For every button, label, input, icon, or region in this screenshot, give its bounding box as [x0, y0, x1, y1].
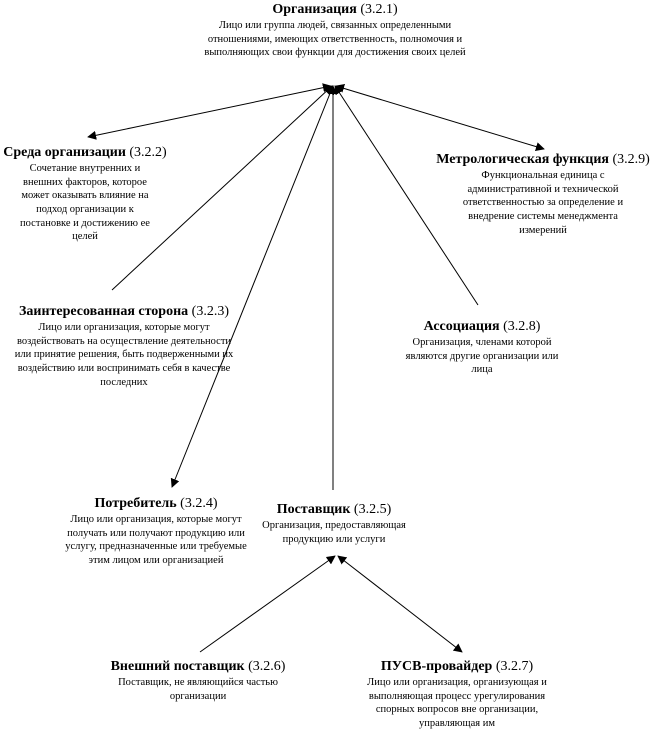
- node-description: Лицо или организация, организующая и вып…: [367, 677, 547, 730]
- node-description: Лицо или организация, которые могут полу…: [65, 514, 247, 567]
- edge-external-provider-provider: [199, 555, 336, 653]
- node-organization: Организация (3.2.1) Лицо или группа люде…: [200, 2, 470, 60]
- node-title: Внешний поставщик (3.2.6): [98, 659, 298, 675]
- node-code: (3.2.5): [353, 502, 392, 517]
- node-name: Заинтересованная сторона: [18, 304, 189, 319]
- node-code: (3.2.9): [612, 152, 650, 167]
- node-code: (3.2.4): [180, 496, 218, 511]
- node-title: ПУСВ-провайдер (3.2.7): [364, 659, 550, 675]
- node-title: Потребитель (3.2.4): [58, 496, 254, 512]
- node-description: Сочетание внутренних и внешних факторов,…: [20, 163, 150, 243]
- node-provider: Поставщик (3.2.5) Организация, предостав…: [246, 502, 422, 546]
- node-customer: Потребитель (3.2.4) Лицо или организация…: [58, 496, 254, 568]
- edge-customer-organization: [170, 85, 335, 488]
- node-external-provider: Внешний поставщик (3.2.6) Поставщик, не …: [98, 659, 298, 703]
- edge-provider-dispute-provider: [337, 555, 463, 653]
- node-code: (3.2.2): [129, 145, 167, 160]
- node-title: Заинтересованная сторона (3.2.3): [8, 304, 240, 320]
- node-code: (3.2.8): [503, 319, 541, 334]
- node-title: Ассоциация (3.2.8): [404, 319, 560, 335]
- node-code: (3.2.7): [495, 659, 534, 674]
- node-code: (3.2.3): [191, 304, 229, 319]
- node-description: Лицо или организация, которые могут возд…: [14, 322, 234, 388]
- node-name: Организация: [272, 2, 357, 17]
- node-association: Ассоциация (3.2.8) Организация, членами …: [404, 319, 560, 377]
- node-title: Организация (3.2.1): [200, 2, 470, 18]
- node-name: Внешний поставщик: [110, 659, 245, 674]
- edge-organization-environment: [87, 83, 332, 140]
- node-dispute-provider: ПУСВ-провайдер (3.2.7) Лицо или организа…: [364, 659, 550, 731]
- node-description: Организация, членами которой являются др…: [405, 337, 559, 376]
- node-metrology: Метрологическая функция (3.2.9) Функцион…: [432, 152, 654, 237]
- node-name: Метрологическая функция: [436, 152, 609, 167]
- node-title: Поставщик (3.2.5): [246, 502, 422, 518]
- node-title: Метрологическая функция (3.2.9): [432, 152, 654, 168]
- node-interested-party: Заинтересованная сторона (3.2.3) Лицо ил…: [8, 304, 240, 389]
- node-code: (3.2.6): [248, 659, 286, 674]
- node-code: (3.2.1): [360, 2, 398, 17]
- node-name: Ассоциация: [423, 319, 500, 334]
- node-environment: Среда организации (3.2.2) Сочетание внут…: [2, 145, 168, 244]
- node-name: ПУСВ-провайдер: [380, 659, 493, 674]
- node-description: Функциональная единица с административно…: [462, 170, 624, 236]
- node-name: Потребитель: [94, 496, 177, 511]
- node-description: Лицо или группа людей, связанных определ…: [204, 20, 466, 59]
- node-name: Среда организации: [3, 145, 126, 160]
- node-description: Поставщик, не являющийся частью организа…: [118, 677, 278, 702]
- node-title: Среда организации (3.2.2): [2, 145, 168, 161]
- node-name: Поставщик: [276, 502, 351, 517]
- edge-organization-metrology: [335, 84, 545, 151]
- node-description: Организация, предоставляющая продукцию и…: [262, 520, 406, 545]
